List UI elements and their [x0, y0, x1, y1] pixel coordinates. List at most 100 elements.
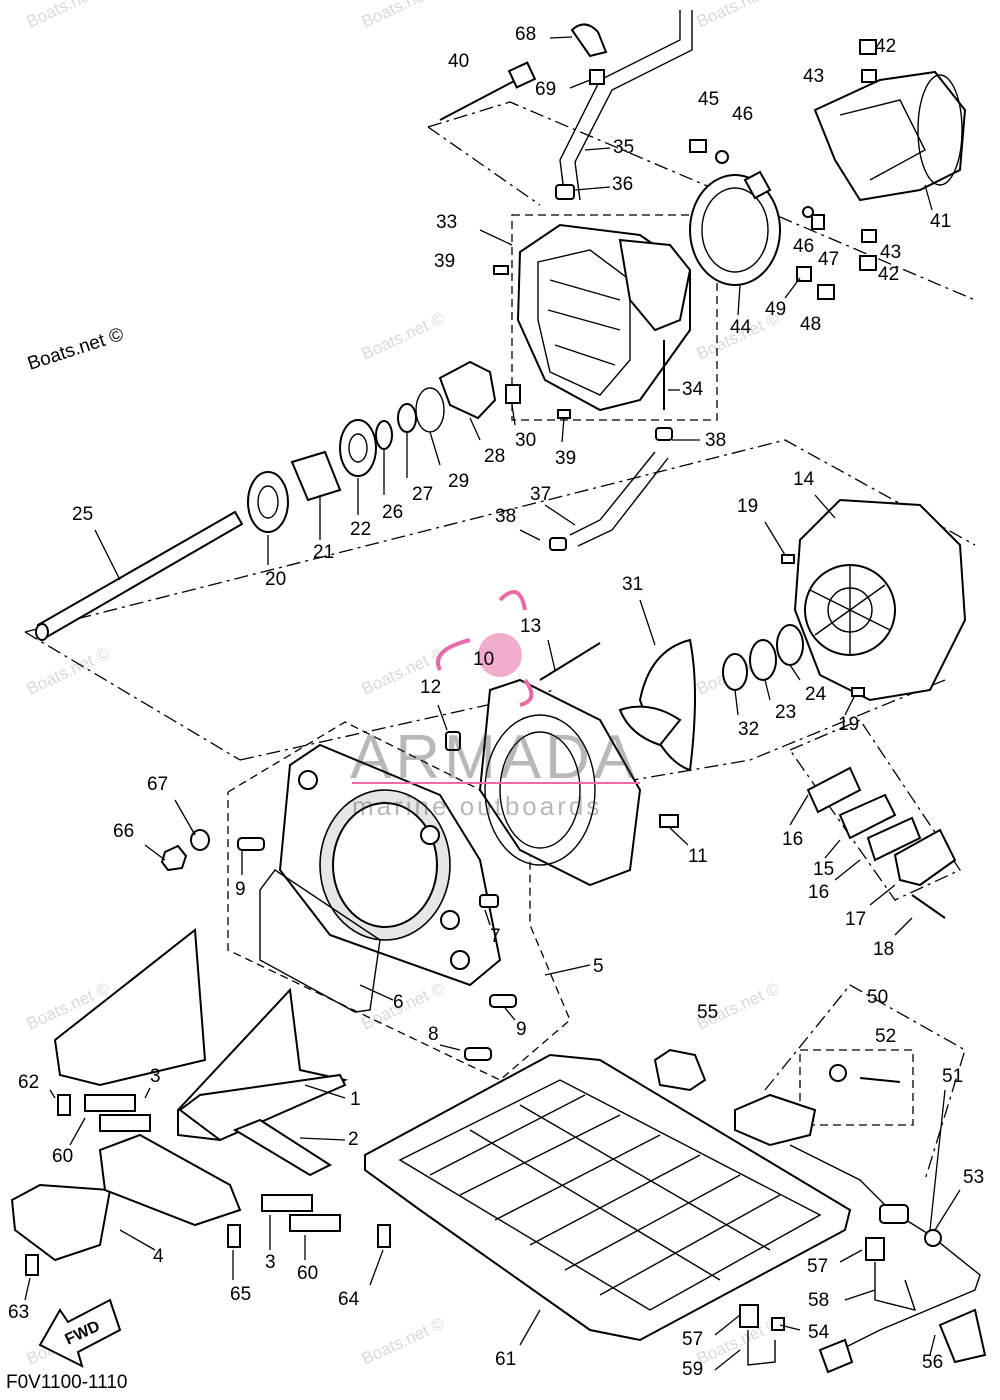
- callout-21: 21: [313, 542, 334, 563]
- leader-line: [669, 827, 689, 846]
- leader-line: [304, 1084, 346, 1099]
- callout-24: 24: [805, 684, 827, 705]
- callout-3: 3: [150, 1066, 161, 1087]
- jet-pump-assembly: [160, 498, 967, 1061]
- callout-44: 44: [730, 317, 752, 338]
- callout-12: 12: [420, 677, 441, 698]
- leader-line: [69, 1117, 86, 1146]
- callout-42: 42: [878, 264, 899, 285]
- leader-line: [929, 1089, 946, 1231]
- leader-line: [639, 599, 656, 646]
- callout-9: 9: [516, 1019, 527, 1040]
- callout-67: 67: [147, 774, 168, 795]
- callout-16: 16: [782, 829, 803, 850]
- callout-25: 25: [72, 504, 93, 525]
- leader-line: [429, 431, 441, 466]
- leader-line: [779, 1324, 801, 1331]
- callout-53: 53: [963, 1167, 984, 1188]
- leader-line: [789, 664, 801, 681]
- callout-22: 22: [350, 519, 371, 540]
- callout-41: 41: [930, 211, 951, 232]
- callout-66: 66: [113, 821, 134, 842]
- callout-3: 3: [265, 1252, 276, 1273]
- leader-line: [844, 694, 856, 716]
- callout-57: 57: [807, 1256, 828, 1277]
- callout-16: 16: [808, 882, 829, 903]
- callout-37: 37: [530, 484, 551, 505]
- leader-line: [544, 504, 576, 526]
- callout-35: 35: [613, 137, 634, 158]
- callout-31: 31: [622, 574, 643, 595]
- copyright-watermark: Boats.net ©: [25, 324, 126, 375]
- leader-line: [569, 79, 591, 89]
- leader-line: [561, 417, 565, 443]
- callout-38: 38: [705, 430, 726, 451]
- callout-62: 62: [18, 1072, 39, 1093]
- callout-39: 39: [434, 251, 455, 272]
- watermark: Boats.net ©: [24, 644, 113, 699]
- callout-45: 45: [698, 89, 719, 110]
- callout-34: 34: [682, 379, 704, 400]
- watermark: Boats.net ©: [359, 1314, 448, 1369]
- leader-line: [519, 1309, 541, 1346]
- callout-8: 8: [428, 1024, 439, 1045]
- leader-line: [714, 1314, 741, 1336]
- leader-line: [359, 984, 394, 1001]
- callout-10: 10: [473, 649, 494, 670]
- watermark: Boats.net ©: [694, 0, 783, 32]
- callout-43: 43: [803, 66, 824, 87]
- callout-63: 63: [8, 1302, 29, 1323]
- watermark: Boats.net ©: [24, 0, 113, 32]
- leader-line: [24, 1277, 31, 1301]
- leader-line: [174, 799, 196, 836]
- brand-name: ARMADA: [350, 723, 639, 792]
- leader-line: [299, 1137, 346, 1141]
- leader-line: [894, 917, 913, 936]
- callout-57: 57: [682, 1329, 703, 1350]
- leader-line: [789, 794, 809, 826]
- callout-54: 54: [808, 1322, 830, 1343]
- callout-59: 59: [682, 1359, 703, 1380]
- leader-line: [734, 689, 739, 716]
- callout-labels: 1233456789910111213141516161718191920212…: [8, 24, 984, 1380]
- leader-line: [924, 184, 933, 211]
- leader-line: [844, 1289, 876, 1301]
- fwd-arrow: FWD: [38, 1298, 122, 1368]
- leader-line: [584, 147, 611, 151]
- callout-19: 19: [838, 714, 859, 735]
- callout-39: 39: [555, 448, 576, 469]
- leader-line: [714, 1349, 741, 1371]
- leader-line: [49, 1089, 56, 1099]
- leader-line: [469, 417, 481, 441]
- propeller-logo: [478, 633, 522, 677]
- leader-line: [484, 909, 491, 926]
- callout-1: 1: [350, 1089, 361, 1110]
- leader-line: [519, 529, 541, 541]
- callout-55: 55: [697, 1002, 718, 1023]
- callout-2: 2: [348, 1129, 359, 1150]
- callout-14: 14: [793, 469, 815, 490]
- callout-26: 26: [382, 502, 403, 523]
- diagram-code: F0V1100-1110: [6, 1372, 127, 1393]
- callout-4: 4: [153, 1246, 164, 1267]
- callout-13: 13: [520, 616, 541, 637]
- leader-line: [834, 859, 861, 881]
- intake-grate-assembly: [10, 928, 987, 1374]
- leader-line: [824, 839, 841, 859]
- callout-46: 46: [793, 236, 814, 257]
- leader-line: [437, 704, 448, 731]
- leader-line: [119, 1229, 156, 1251]
- brand-overlay: ARMADA marine outboards: [350, 590, 640, 821]
- leader-line: [764, 679, 771, 701]
- callout-36: 36: [612, 174, 633, 195]
- callout-47: 47: [818, 249, 839, 270]
- watermark: Boats.net ©: [694, 1314, 783, 1369]
- leader-line: [549, 36, 573, 39]
- callout-29: 29: [448, 471, 469, 492]
- leader-line: [504, 1007, 516, 1021]
- leader-line: [544, 964, 591, 976]
- leader-line: [764, 521, 786, 556]
- brand-tagline: marine outboards: [352, 791, 602, 821]
- callout-19: 19: [737, 496, 758, 517]
- leader-line: [479, 229, 513, 246]
